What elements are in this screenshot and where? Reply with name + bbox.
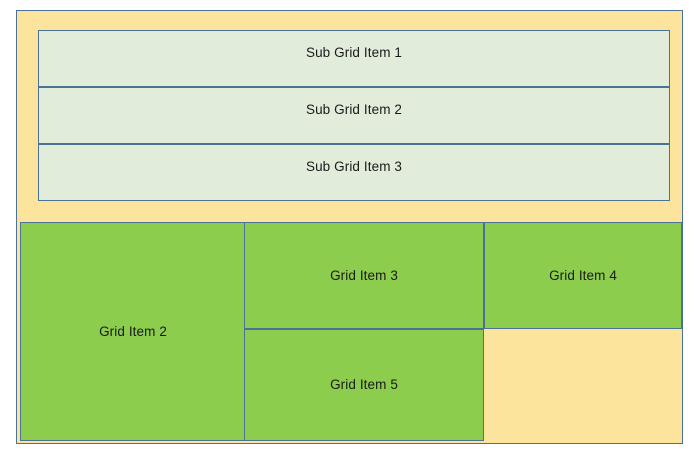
grid-item-3[interactable]: Grid Item 3 [244,222,484,329]
grid-item-3-label: Grid Item 3 [330,267,398,283]
sub-grid-item-3[interactable]: Sub Grid Item 3 [38,144,670,201]
sub-grid-item-1-label: Sub Grid Item 1 [305,45,403,60]
grid-item-2-label: Grid Item 2 [99,323,167,339]
grid-item-2[interactable]: Grid Item 2 [20,222,246,441]
sub-grid-item-2[interactable]: Sub Grid Item 2 [38,87,670,144]
grid-item-5-label: Grid Item 5 [330,377,398,392]
sub-grid-item-1[interactable]: Sub Grid Item 1 [38,30,670,87]
grid-item-5[interactable]: Grid Item 5 [244,329,484,441]
grid-item-4[interactable]: Grid Item 4 [484,222,682,329]
sub-grid-item-3-label: Sub Grid Item 3 [305,159,403,174]
sub-grid: Sub Grid Item 1 Sub Grid Item 2 Sub Grid… [38,30,670,201]
grid-container: Sub Grid Item 1 Sub Grid Item 2 Sub Grid… [16,10,683,444]
sub-grid-item-2-label: Sub Grid Item 2 [305,102,403,117]
grid-item-4-label: Grid Item 4 [549,267,617,283]
